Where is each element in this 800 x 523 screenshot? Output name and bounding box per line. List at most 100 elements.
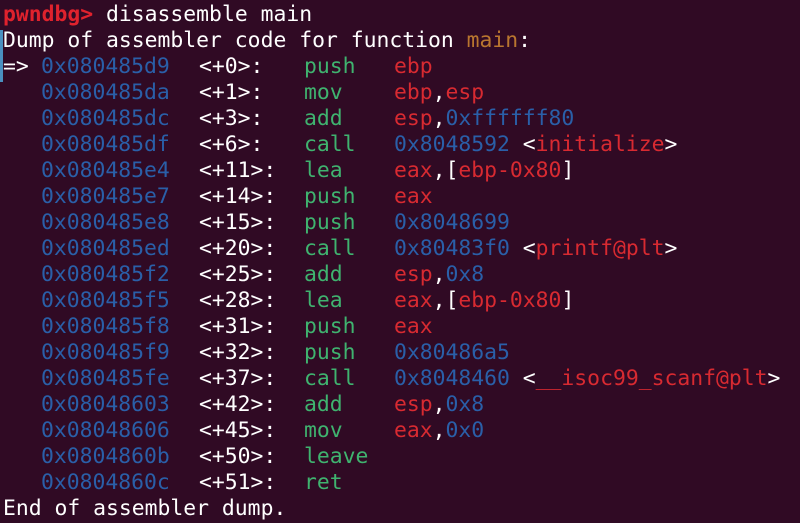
instruction-offset: <+6>: — [199, 132, 264, 157]
instruction-mnemonic: add — [304, 392, 343, 417]
operand-sym: __isoc99_scanf@plt — [535, 366, 768, 391]
instruction-mnemonic: call — [304, 132, 356, 157]
instruction-operands: ebp,esp — [394, 80, 484, 105]
instruction-address: 0x0804860b — [41, 444, 170, 469]
operand-reg: ebp — [394, 54, 433, 79]
operand-reg: eax — [394, 288, 433, 313]
instruction-address: 0x0804860c — [41, 470, 170, 495]
instruction-mnemonic: ret — [304, 470, 343, 495]
operand-punct: > — [664, 236, 678, 261]
operand-punct: ] — [561, 158, 575, 183]
operand-punct: > — [664, 132, 678, 157]
instruction-offset: <+32>: — [199, 340, 277, 365]
operand-reg: ebp-0x80 — [458, 288, 562, 313]
instruction-mnemonic: push — [304, 340, 356, 365]
dump-header: Dump of assembler code for function main… — [3, 28, 800, 54]
instruction-row: 0x080485df <+6>: call 0x8048592 <initialize… — [3, 132, 800, 158]
instruction-operands: eax,0x0 — [394, 418, 484, 443]
operand-imm: 0x80483f0 — [394, 236, 510, 261]
instruction-address: 0x080485f5 — [41, 288, 170, 313]
instruction-address: 0x080485e8 — [41, 210, 170, 235]
operand-punct: > — [767, 366, 781, 391]
instruction-mnemonic: push — [304, 54, 356, 79]
instruction-mnemonic: push — [304, 184, 356, 209]
instruction-address: 0x080485e7 — [41, 184, 170, 209]
instruction-address: 0x080485d9 — [41, 54, 170, 79]
operand-reg: ebp-0x80 — [458, 158, 562, 183]
instruction-offset: <+20>: — [199, 236, 277, 261]
instruction-mnemonic: call — [304, 236, 356, 261]
instruction-offset: <+1>: — [199, 80, 264, 105]
dump-footer: End of assembler dump. — [3, 496, 287, 521]
instruction-operands: eax,[ebp-0x80] — [394, 288, 574, 313]
instruction-mnemonic: lea — [304, 288, 343, 313]
instruction-offset: <+14>: — [199, 184, 277, 209]
instruction-row: 0x0804860b <+50>: leave — [3, 444, 800, 470]
instruction-offset: <+11>: — [199, 158, 277, 183]
instruction-address: 0x080485f8 — [41, 314, 170, 339]
instruction-address: 0x080485da — [41, 80, 170, 105]
instruction-mnemonic: lea — [304, 158, 343, 183]
instruction-operands: ebp — [394, 54, 433, 79]
instruction-address: 0x080485f2 — [41, 262, 170, 287]
operand-reg: eax — [394, 314, 433, 339]
command-text: disassemble main — [93, 2, 313, 27]
operand-punct: ,[ — [432, 288, 459, 313]
scroll-edge-marker — [0, 30, 3, 82]
instruction-operands: eax — [394, 184, 433, 209]
operand-imm: 0x8 — [445, 392, 485, 417]
instruction-operands: 0x80486a5 — [394, 340, 510, 365]
operand-reg: esp — [394, 262, 433, 287]
instruction-offset: <+50>: — [199, 444, 277, 469]
instruction-operands: esp,0xffffff80 — [394, 106, 574, 131]
operand-sym: printf@plt — [535, 236, 665, 261]
instruction-mnemonic: leave — [304, 444, 369, 469]
instruction-address: 0x080485fe — [41, 366, 170, 391]
instruction-row: 0x080485e7 <+14>: push eax — [3, 184, 800, 210]
instruction-offset: <+28>: — [199, 288, 277, 313]
dump-header-colon: : — [518, 28, 532, 53]
instruction-operands: 0x8048592 <initialize> — [394, 132, 677, 157]
operand-punct: < — [509, 236, 536, 261]
operand-reg: esp — [394, 392, 433, 417]
instruction-offset: <+37>: — [199, 366, 277, 391]
operand-reg: ebp — [394, 80, 433, 105]
instruction-mnemonic: push — [304, 314, 356, 339]
instruction-mnemonic: mov — [304, 80, 343, 105]
operand-reg: eax — [394, 158, 433, 183]
instruction-mnemonic: call — [304, 366, 356, 391]
instruction-operands: esp,0x8 — [394, 392, 484, 417]
instruction-offset: <+0>: — [199, 54, 264, 79]
operand-punct: ] — [561, 288, 575, 313]
operand-imm: 0x8048592 — [394, 132, 510, 157]
instruction-address: 0x080485df — [41, 132, 170, 157]
instruction-address: 0x080485dc — [41, 106, 170, 131]
operand-imm: 0xffffff80 — [445, 106, 575, 131]
instruction-operands: 0x8048460 <__isoc99_scanf@plt> — [394, 366, 780, 391]
operand-sym: initialize — [535, 132, 665, 157]
instruction-offset: <+51>: — [199, 470, 277, 495]
operand-punct: , — [432, 262, 446, 287]
instruction-mnemonic: add — [304, 262, 343, 287]
instruction-offset: <+3>: — [199, 106, 264, 131]
instruction-address: 0x08048606 — [41, 418, 170, 443]
operand-punct: , — [432, 418, 446, 443]
operand-reg: eax — [394, 184, 433, 209]
operand-reg: eax — [394, 418, 433, 443]
operand-punct: < — [509, 366, 536, 391]
command-line: pwndbg> disassemble main — [3, 2, 800, 28]
instruction-operands: 0x8048699 — [394, 210, 510, 235]
instruction-operands: esp,0x8 — [394, 262, 484, 287]
instruction-offset: <+15>: — [199, 210, 277, 235]
operand-punct: < — [509, 132, 536, 157]
operand-imm: 0x8 — [445, 262, 485, 287]
